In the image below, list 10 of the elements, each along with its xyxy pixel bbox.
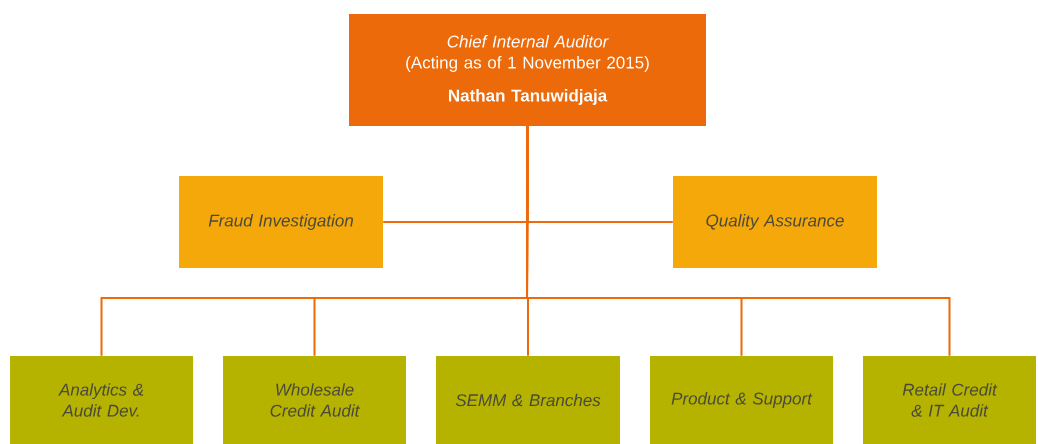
- unit-box: Analytics & Audit Dev.: [10, 356, 193, 444]
- unit-box: Quality Assurance: [673, 176, 877, 268]
- unit-box: Retail Credit & IT Audit: [863, 356, 1036, 444]
- connector-line: [526, 125, 674, 223]
- unit-box: Product & Support: [650, 356, 833, 444]
- unit-box: Fraud Investigation: [179, 176, 383, 268]
- connector-line: [526, 125, 951, 357]
- unit-box: SEMM & Branches: [436, 356, 620, 444]
- unit-box: Wholesale Credit Audit: [223, 356, 406, 444]
- top-box: Chief Internal Auditor (Acting as of 1 November 2015) Nathan Tanuwidjaja: [349, 14, 706, 126]
